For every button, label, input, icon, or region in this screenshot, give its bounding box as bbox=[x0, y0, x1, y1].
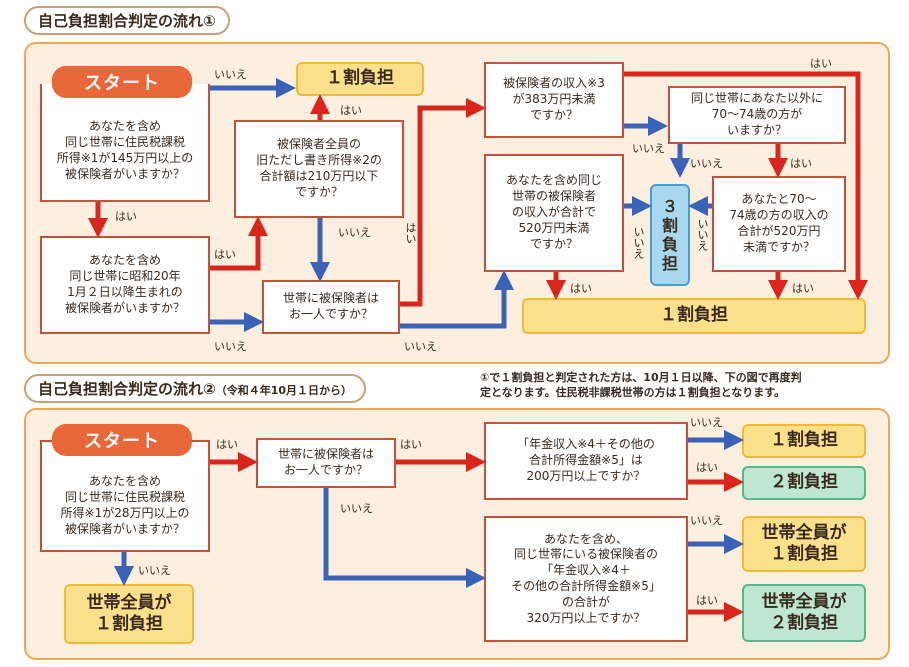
flow1-q7: 同じ世帯にあなた以外に 70～74歳の方が いますか？ bbox=[668, 86, 846, 144]
flow1-label-yes-8: はい bbox=[792, 282, 814, 295]
flow1-result-bottom: １割負担 bbox=[522, 298, 866, 334]
flow1-label-yes-5: はい bbox=[810, 57, 832, 70]
flow1-label-no-6: いいえ bbox=[690, 157, 723, 170]
flow1-q3: 被保険者全員の 旧ただし書き所得※2の 合計額は210万円以下 ですか？ bbox=[234, 120, 404, 218]
flow1-q4: 世帯に被保険者は お一人ですか？ bbox=[262, 280, 400, 334]
flow1-label-yes-3: はい bbox=[340, 104, 362, 117]
arrow-f1-q4-no bbox=[400, 270, 514, 329]
flow1-label-yes-6: はい bbox=[790, 157, 812, 170]
arrow-f2-q2-no bbox=[323, 488, 486, 588]
flow1-label-yes-2: はい bbox=[214, 248, 236, 261]
flow2-label-yes-2: はい bbox=[400, 438, 422, 451]
flow2-q4: あなたを含め、 同じ世帯にいる被保険者の 「年金収入※4＋ その他の合計所得金額… bbox=[484, 516, 688, 642]
flow2-note: ①で１割負担と判定された方は、10月１日以降、下の図で再度判 定となります。住民… bbox=[480, 371, 802, 400]
arrow-f1-q2-yes bbox=[210, 216, 268, 271]
flow2-label-yes-1: はい bbox=[216, 438, 238, 451]
flow1-label-no-4: いいえ bbox=[404, 340, 437, 353]
flow2-title: 自己負担割合判定の流れ②（令和４年10月１日から） bbox=[24, 374, 367, 403]
flow1-title: 自己負担割合判定の流れ① bbox=[24, 6, 230, 35]
flow2-q3: 「年金収入※4＋その他の 合計所得金額※5」は 200万円以上ですか？ bbox=[484, 422, 688, 500]
flow2-label-no-3: いいえ bbox=[690, 416, 723, 429]
flow1-q2: あなたを含め 同じ世帯に昭和20年 1月２日以降生まれの 被保険者がいますか？ bbox=[40, 236, 210, 334]
flow2-result-hh-1: 世帯全員が １割負担 bbox=[742, 516, 866, 572]
flow2-label-no-2: いいえ bbox=[138, 564, 171, 577]
flow1-q1: あなたを含め 同じ世帯に住民税課税 所得※1が145万円以上の 被保険者がいます… bbox=[40, 84, 210, 202]
flow1-label-no-1: いいえ bbox=[214, 68, 247, 81]
flow1-result-1: １割負担 bbox=[296, 62, 424, 96]
flow2-result-2: ２割負担 bbox=[742, 466, 866, 500]
flow2-label-yes-3: はい bbox=[696, 461, 718, 474]
flow1-label-no-8: いいえ bbox=[696, 218, 709, 251]
flow1-label-no-7: いいえ bbox=[632, 226, 645, 259]
flow2-label-yes-4: はい bbox=[696, 594, 718, 607]
flow1-q8: あなたと70～ 74歳の方の収入の 合計が520万円 未満ですか？ bbox=[712, 176, 846, 272]
flow2-q2: 世帯に被保険者は お一人ですか？ bbox=[256, 438, 396, 488]
flow1-q6: あなたを含め同じ 世帯の被保険者 の収入が合計で 520万円未満 ですか？ bbox=[484, 154, 624, 272]
flow2-result-1: １割負担 bbox=[742, 424, 866, 458]
arrow-f1-q4-yes bbox=[400, 98, 486, 307]
flow1-label-no-2: いいえ bbox=[214, 340, 247, 353]
flow2-title-sub: （令和４年10月１日から） bbox=[215, 384, 353, 397]
flow1-label-no-5: いいえ bbox=[632, 142, 665, 155]
flow2-label-no-1: いいえ bbox=[340, 502, 373, 515]
flow1-label-yes-1: はい bbox=[115, 210, 137, 223]
flow2-q1: あなたを含め 同じ世帯に住民税課税 所得※1が28万円以上の 被保険者がいますか… bbox=[40, 440, 210, 552]
flow1-label-yes-7: はい bbox=[570, 282, 592, 295]
flow1-result-3: ３ 割 負 担 bbox=[650, 184, 690, 286]
arrow-f1-q5-yes bbox=[624, 71, 868, 300]
flow2-label-no-4: いいえ bbox=[690, 514, 723, 527]
flow2-result-all-1: 世帯全員が １割負担 bbox=[64, 584, 194, 644]
flow1-label-no-3: いいえ bbox=[338, 226, 371, 239]
flow1-label-yes-4: はい bbox=[404, 222, 417, 244]
flow1-start-overlay: スタート bbox=[52, 66, 192, 98]
flow2-start: スタート bbox=[52, 424, 192, 456]
